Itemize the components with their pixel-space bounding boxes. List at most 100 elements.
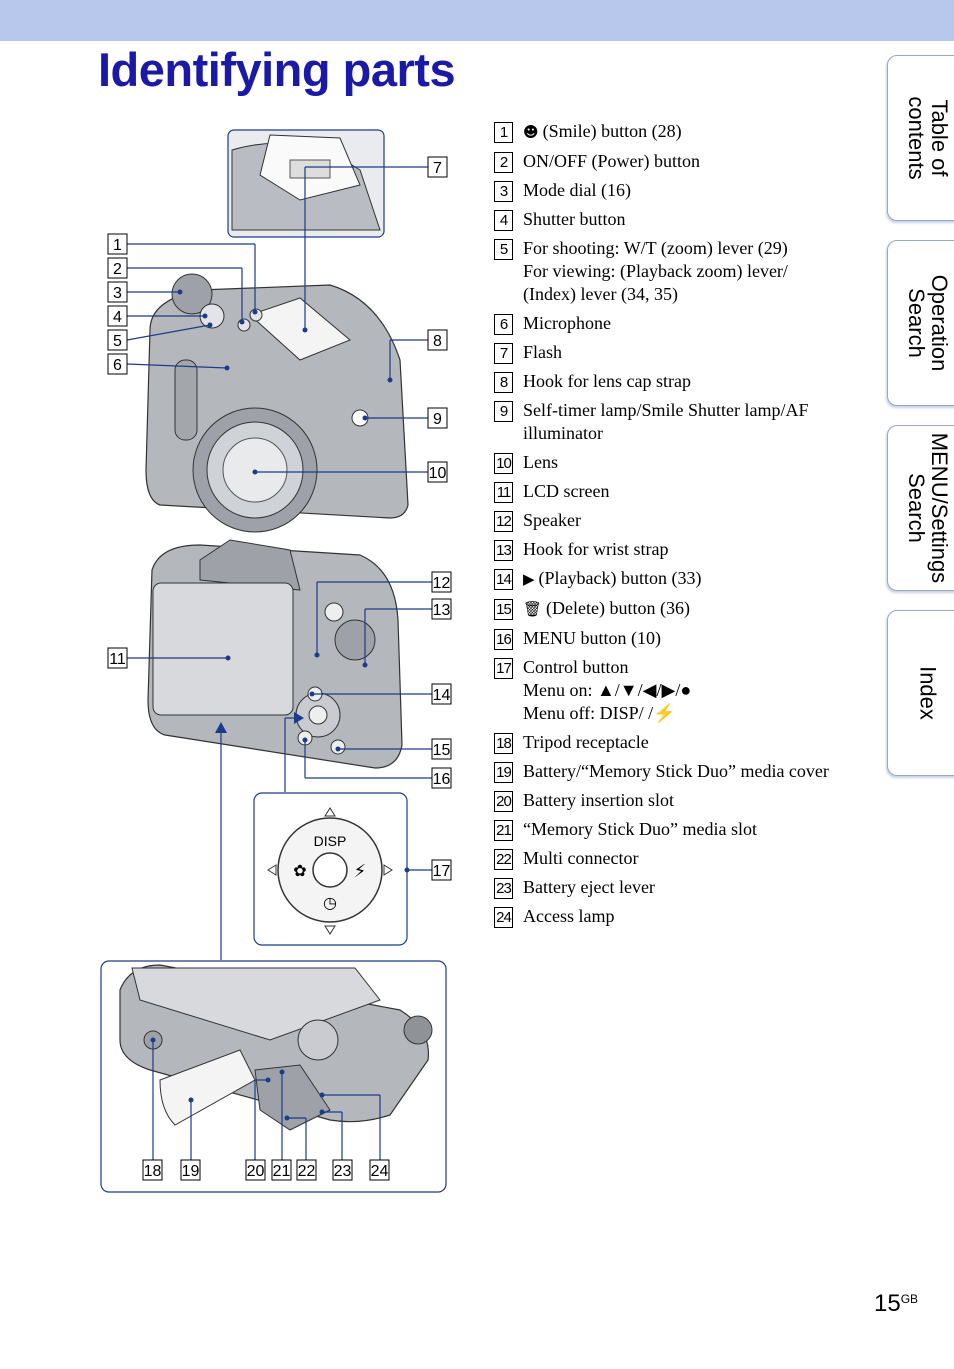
part-number: 3 (494, 181, 513, 202)
part-number: 16 (494, 629, 513, 650)
part-number: 22 (494, 849, 513, 870)
callout-23: 23 (334, 1163, 352, 1180)
part-item-8: 8 Hook for lens cap strap (494, 370, 874, 393)
part-number: 5 (494, 239, 513, 260)
part-number: 7 (494, 343, 513, 364)
part-text: (Index) lever (34, 35) (523, 284, 678, 304)
part-item-19: 19 Battery/“Memory Stick Duo” media cove… (494, 760, 874, 783)
callout-6: 6 (113, 357, 122, 374)
tab-label: Operation Search (904, 274, 952, 372)
tab-label: MENU/Settings Search (904, 432, 952, 584)
part-text: Multi connector (523, 848, 639, 868)
part-number: 11 (494, 482, 513, 503)
part-number: 8 (494, 372, 513, 393)
callout-21: 21 (273, 1163, 291, 1180)
part-text: Menu on: ▲/▼/◀/▶/● (523, 680, 692, 700)
part-number: 9 (494, 401, 513, 422)
part-text: Battery/“Memory Stick Duo” media cover (523, 761, 829, 781)
part-item-9: 9 Self-timer lamp/Smile Shutter lamp/AF … (494, 399, 874, 445)
part-item-7: 7 Flash (494, 341, 874, 364)
callout-2: 2 (113, 261, 122, 278)
callout-1: 1 (113, 237, 122, 254)
part-item-16: 16 MENU button (10) (494, 627, 874, 650)
part-item-4: 4 Shutter button (494, 208, 874, 231)
playback-icon: ▶ (523, 570, 535, 588)
part-item-11: 11 LCD screen (494, 480, 874, 503)
part-item-18: 18 Tripod receptacle (494, 731, 874, 754)
part-text: (Playback) button (33) (538, 568, 702, 588)
part-text: Battery eject lever (523, 877, 655, 897)
part-item-22: 22 Multi connector (494, 847, 874, 870)
callout-12: 12 (433, 575, 451, 592)
part-text: LCD screen (523, 481, 610, 501)
callout-13: 13 (433, 602, 451, 619)
part-number: 1 (494, 122, 513, 143)
page-number: 15GB (874, 1290, 918, 1318)
part-text: Mode dial (16) (523, 180, 631, 200)
part-number: 15 (494, 599, 513, 620)
page-title: Identifying parts (98, 43, 456, 96)
part-item-1: 1 ☻(Smile) button (28) (494, 120, 874, 144)
part-item-14: 14 ▶(Playback) button (33) (494, 567, 874, 591)
part-item-21: 21 “Memory Stick Duo” media slot (494, 818, 874, 841)
part-item-20: 20 Battery insertion slot (494, 789, 874, 812)
part-number: 13 (494, 540, 513, 561)
part-text: Tripod receptacle (523, 732, 649, 752)
part-item-15: 15 🗑(Delete) button (36) (494, 597, 874, 621)
part-number: 14 (494, 569, 513, 590)
part-item-13: 13 Hook for wrist strap (494, 538, 874, 561)
svg-text:✿: ✿ (293, 861, 306, 880)
tab-operation-search[interactable]: Operation Search (887, 240, 954, 406)
part-text: For shooting: W/T (zoom) lever (29) (523, 238, 788, 258)
part-text: ON/OFF (Power) button (523, 151, 701, 171)
part-item-24: 24 Access lamp (494, 905, 874, 928)
callout-3: 3 (113, 285, 122, 302)
callout-24: 24 (371, 1163, 389, 1180)
part-item-12: 12 Speaker (494, 509, 874, 532)
part-item-17: 17 Control button Menu on: ▲/▼/◀/▶/● Men… (494, 656, 874, 725)
callout-8: 8 (433, 333, 442, 350)
callout-10: 10 (429, 465, 447, 482)
part-number: 10 (494, 453, 513, 474)
tab-label: Index (915, 666, 941, 720)
callout-15: 15 (433, 742, 451, 759)
part-number: 19 (494, 762, 513, 783)
part-number: 17 (494, 658, 513, 679)
part-number: 18 (494, 733, 513, 754)
callout-9: 9 (433, 411, 442, 428)
part-number: 12 (494, 511, 513, 532)
part-item-6: 6 Microphone (494, 312, 874, 335)
svg-text:◷: ◷ (323, 893, 337, 912)
part-text: Control button (523, 657, 629, 677)
part-text: For viewing: (Playback zoom) lever/ (523, 261, 788, 281)
control-disp-label: DISP (314, 833, 347, 849)
callout-5: 5 (113, 333, 122, 350)
callout-20: 20 (247, 1163, 265, 1180)
part-text: (Smile) button (28) (542, 121, 682, 141)
header-bar (0, 0, 954, 41)
part-number: 2 (494, 152, 513, 173)
part-text: Flash (523, 342, 563, 362)
tab-index[interactable]: Index (887, 610, 954, 776)
part-item-3: 3 Mode dial (16) (494, 179, 874, 202)
callout-14: 14 (433, 687, 451, 704)
camera-diagram: DISP ✿ ⚡ ◷ (100, 129, 452, 1193)
smile-icon: ☻ (523, 123, 539, 141)
part-text: “Memory Stick Duo” media slot (523, 819, 757, 839)
part-text: (Delete) button (36) (546, 598, 690, 618)
callout-22: 22 (298, 1163, 316, 1180)
part-text: Microphone (523, 313, 611, 333)
page-number-suffix: GB (900, 1292, 919, 1306)
part-item-10: 10 Lens (494, 451, 874, 474)
part-number: 23 (494, 878, 513, 899)
tab-menu-settings-search[interactable]: MENU/Settings Search (887, 425, 954, 591)
part-text: Speaker (523, 510, 581, 530)
tab-table-of-contents[interactable]: Table of contents (887, 55, 954, 221)
page-number-value: 15 (874, 1290, 901, 1317)
callout-18: 18 (144, 1163, 162, 1180)
part-text: Lens (523, 452, 558, 472)
part-text: Access lamp (523, 906, 615, 926)
part-number: 20 (494, 791, 513, 812)
part-text: illuminator (523, 423, 603, 443)
part-text: Menu off: DISP/ /⚡ (523, 703, 676, 723)
